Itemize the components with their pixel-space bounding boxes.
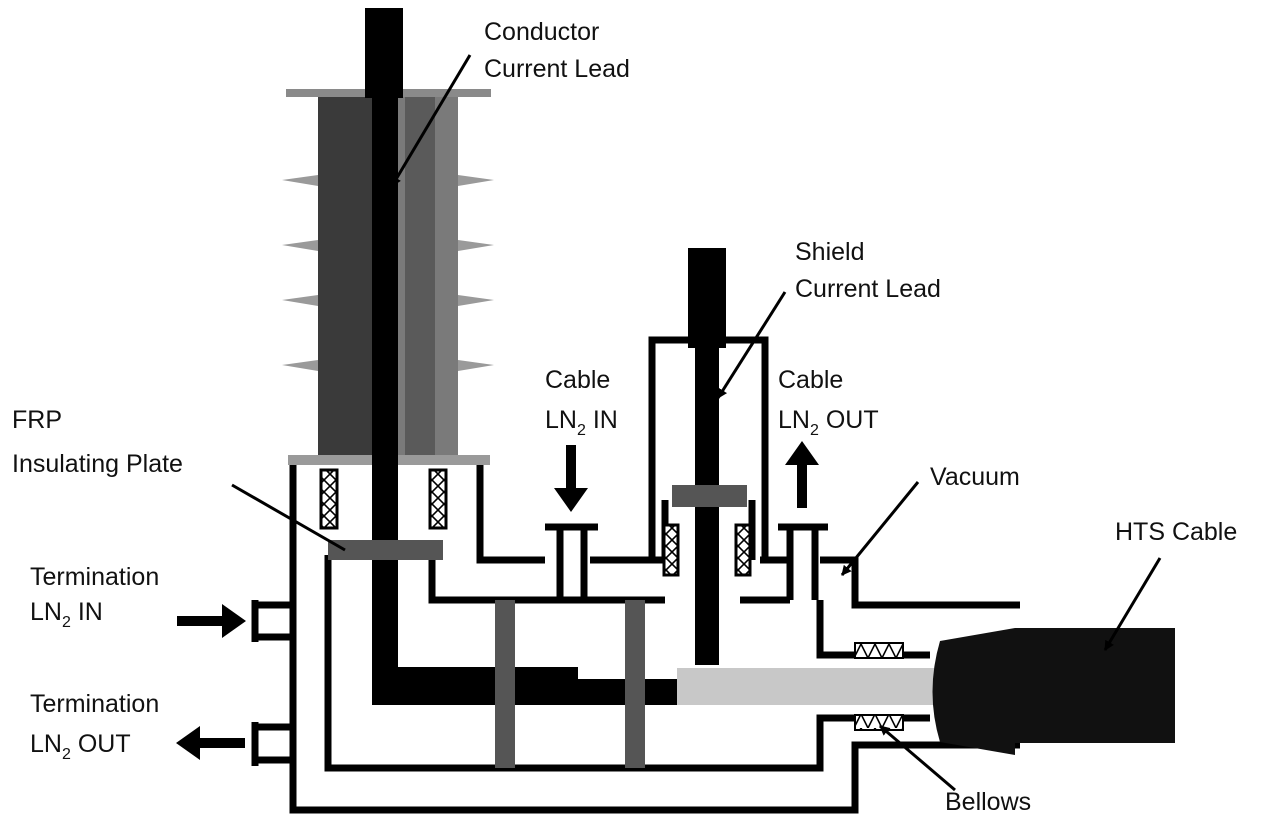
frp-leader-line [231,483,346,552]
label-termination-ln2-in: Termination LN2 IN [30,563,159,631]
label-cable-in-line1: Cable [545,366,610,394]
label-cable-out-line1: Cable [778,366,843,394]
termination-ln2-out-port [251,722,293,766]
termination-ln2-in-port [251,600,293,642]
cable-ln2-in-port [545,523,598,600]
cable-in-flow-arrow [554,445,588,512]
shield-leader-arrow [716,291,787,399]
cable-out-flow-arrow [785,441,819,508]
label-termination-in-line2: LN2 IN [30,598,103,631]
shield-current-lead [662,248,752,665]
termination-out-flow-arrow [176,726,245,760]
label-cable-ln2-out: Cable LN2 OUT [778,366,879,439]
label-termination-ln2-out: Termination LN2 OUT [30,690,159,763]
termination-in-flow-arrow [177,604,246,638]
conductor-leader-arrow [390,54,472,187]
outer-vessel [289,463,1020,814]
label-vacuum: Vacuum [930,463,1020,491]
support-post-right [625,600,645,768]
leader-lines [231,54,1162,792]
support-post-left [495,600,515,768]
seal-left [319,468,339,530]
label-termination-in-line1: Termination [30,563,159,591]
hts-cable-leader-arrow [1103,557,1162,651]
label-cable-out-line2: LN2 OUT [778,406,879,439]
seal-right [428,468,448,530]
label-bellows: Bellows [945,788,1031,816]
label-frp: FRP Insulating Plate [12,406,183,478]
frp-insulating-plate [328,540,443,560]
vacuum-leader-arrow [840,481,920,576]
hts-cable [677,628,1175,755]
flow-arrows [176,441,819,760]
label-conductor: Conductor Current Lead [484,18,630,83]
label-shield: Shield Current Lead [795,238,941,303]
cable-ln2-out-port [778,523,828,600]
label-termination-out-line2: LN2 OUT [30,730,131,763]
label-hts-cable: HTS Cable [1115,518,1237,546]
label-termination-out-line1: Termination [30,690,159,718]
label-cable-in-line2: LN2 IN [545,406,618,439]
bellows-leader-arrow [879,724,956,792]
label-cable-ln2-in: Cable LN2 IN [545,366,618,439]
